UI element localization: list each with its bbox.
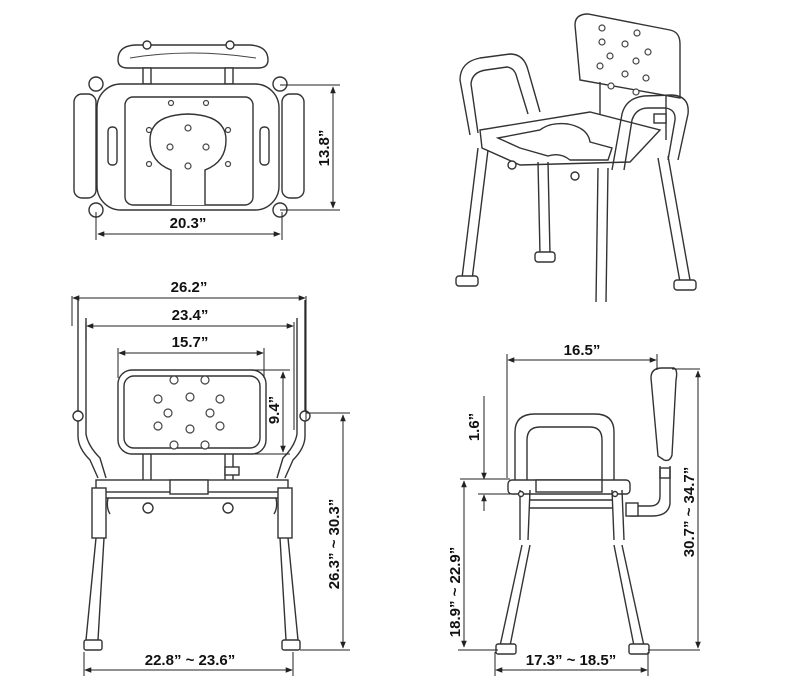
- front-view: 26.2” 23.4” 15.7” 9.4” 26.3” ~ 30.3” 22.…: [71, 279, 350, 676]
- top-depth-label: 13.8”: [316, 130, 333, 167]
- side-leg-span-label: 17.3” ~ 18.5”: [526, 652, 616, 669]
- side-depth-label: 16.5”: [564, 342, 601, 359]
- front-leg-span-label: 22.8” ~ 23.6”: [145, 652, 235, 669]
- front-arm-width-label: 23.4”: [172, 307, 209, 324]
- side-seat-thickness-label: 1.6”: [466, 413, 483, 441]
- front-arm-height-label: 26.3” ~ 30.3”: [326, 499, 343, 589]
- front-backrest-height-label: 9.4”: [266, 396, 283, 424]
- top-width-label: 20.3”: [170, 215, 207, 232]
- front-backrest-width-label: 15.7”: [172, 334, 209, 351]
- perspective-view: [455, 13, 697, 303]
- top-view: 13.8” 20.3”: [73, 40, 340, 240]
- side-overall-height-label: 30.7” ~ 34.7”: [681, 467, 698, 557]
- side-view: 16.5” 1.6” 18.9” ~ 22.9” 30.7” ~ 34.7” 1…: [447, 342, 701, 676]
- side-seat-height-label: 18.9” ~ 22.9”: [447, 547, 464, 637]
- front-overall-width-label: 26.2”: [171, 279, 208, 296]
